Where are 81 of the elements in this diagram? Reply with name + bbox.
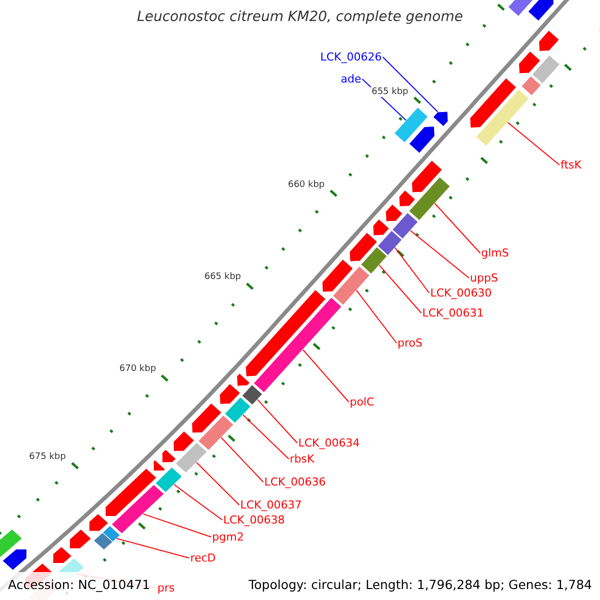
gene-bar	[394, 106, 429, 144]
gene-label: polC	[350, 396, 374, 408]
leader-line	[302, 349, 350, 402]
gene-bar	[408, 176, 451, 221]
pointed-gene-block	[528, 0, 554, 22]
scale-label: 665 kbp	[203, 272, 242, 282]
pointed-gene-block	[470, 77, 517, 128]
pointed-gene-block	[52, 546, 72, 564]
gene-label: LCK_00638	[223, 514, 285, 526]
gene-label: LCK_00634	[298, 436, 360, 450]
leader-line	[356, 290, 397, 344]
gene-label: LCK_00626	[320, 50, 382, 64]
pointed-gene-block	[162, 448, 176, 463]
gene-bar	[102, 525, 121, 542]
leader-line	[507, 122, 560, 166]
gene-label: LCK_00630	[430, 286, 492, 300]
gene-bar	[224, 396, 252, 424]
pointed-gene-block	[69, 528, 92, 549]
scale-label: 670 kbp	[118, 364, 158, 374]
gene-label: glmS	[481, 246, 509, 260]
pointed-gene-block	[411, 160, 443, 193]
gene-bar	[377, 230, 402, 256]
leader-line	[220, 437, 264, 482]
accession-text: Accession: NC_010471	[8, 577, 150, 592]
pointed-gene-block	[385, 204, 404, 222]
gene-bar	[253, 296, 342, 394]
gene-bar	[198, 414, 234, 451]
gene-label: LCK_00637	[240, 498, 302, 512]
gene-bar	[110, 484, 165, 534]
leader-line	[410, 230, 470, 278]
gene-label: ade	[340, 72, 362, 86]
leader-line	[394, 247, 430, 294]
leader-line	[142, 513, 212, 538]
gene-bar	[174, 442, 208, 474]
gene-label: LCK_00631	[422, 306, 484, 320]
title: Leuconostoc citreum KM20, complete genome	[136, 9, 464, 25]
gene-label: ftsK	[560, 158, 582, 172]
leader-line	[242, 414, 290, 460]
leader-line	[256, 399, 298, 444]
gene-bar	[332, 266, 370, 306]
gene-bar	[532, 54, 560, 84]
gene-bar	[475, 88, 530, 147]
pointed-gene-block	[105, 468, 158, 517]
pointed-gene-block	[245, 289, 326, 377]
leader-line	[434, 202, 481, 254]
pointed-gene-block	[372, 218, 390, 236]
genome-info-text: Topology: circular; Length: 1,796,284 bp; Genes: 1,784	[248, 577, 592, 592]
pointed-gene-block	[192, 402, 222, 434]
pointed-gene-block	[173, 430, 195, 452]
gene-label: pgm2	[212, 530, 244, 544]
pointed-gene-block	[153, 460, 166, 472]
pointed-gene-block	[236, 372, 250, 386]
pointed-gene-block	[349, 232, 378, 262]
gene-label: rbsK	[290, 452, 314, 466]
gene-bar	[241, 384, 263, 406]
pointed-gene-block	[518, 50, 541, 74]
gene-label: LCK_00636	[264, 476, 326, 488]
pointed-gene-block	[408, 126, 435, 154]
gene-bar	[360, 246, 388, 274]
gene-label: uppS	[470, 272, 498, 284]
pointed-gene-block	[322, 258, 354, 292]
pointed-gene-block	[88, 513, 109, 532]
pointed-gene-block	[538, 30, 560, 52]
scale-label: 655 kbp	[370, 86, 410, 97]
gene-bar	[93, 532, 114, 550]
gene-bar	[520, 75, 542, 96]
gene-bar	[392, 212, 418, 240]
gene-bar	[154, 466, 183, 493]
gene-bar	[0, 528, 23, 558]
scale-label: 675 kbp	[28, 452, 67, 462]
gene-label: prs	[157, 582, 175, 594]
pointed-gene-block	[219, 383, 241, 405]
pointed-gene-block	[398, 190, 416, 207]
leader-line	[382, 56, 438, 112]
gene-label: recD	[190, 552, 216, 564]
scale-label: 660 kbp	[286, 180, 326, 190]
gene-label: proS	[398, 336, 422, 350]
leader-line	[173, 484, 223, 520]
leader-line	[378, 264, 422, 314]
pointed-gene-block	[432, 111, 448, 127]
leader-line	[196, 462, 240, 506]
